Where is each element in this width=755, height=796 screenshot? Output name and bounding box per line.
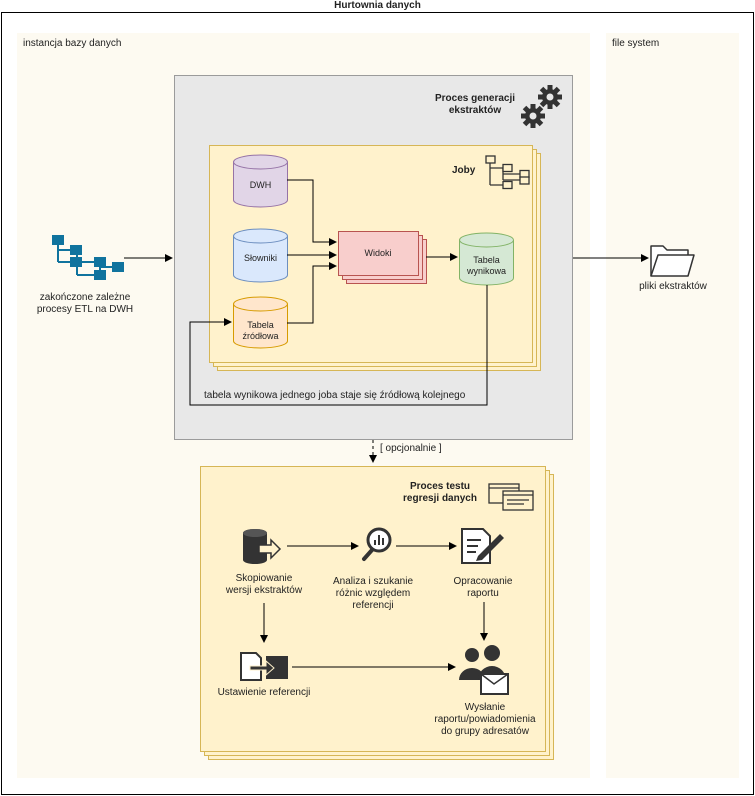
copy-label-line1: Skopiowanie <box>235 573 293 584</box>
diagram-title: Hurtownia danych <box>334 0 421 11</box>
analyze-label-line1: Analiza i szukanie <box>332 576 414 587</box>
filesystem-label: file system <box>612 38 660 49</box>
analyze-label: Analiza i szukanie różnic względem refer… <box>318 576 428 612</box>
copy-database-icon <box>243 529 282 564</box>
loop-label: tabela wynikowa jednego joba staje się ź… <box>204 390 466 402</box>
source-table-label: Tabela źródłowa <box>233 320 288 342</box>
gears-icon <box>521 85 562 128</box>
dwh-database <box>233 154 288 208</box>
dictionaries-database <box>233 228 288 283</box>
source-table-database <box>233 296 288 349</box>
send-label-line2: raportu/powiadomienia <box>434 714 536 725</box>
result-table-label: Tabela wynikowa <box>459 255 514 277</box>
send-label-line1: Wysłanie <box>464 702 506 713</box>
dwh-label: DWH <box>249 180 272 190</box>
jobs-arrows <box>124 179 649 463</box>
dictionaries-label: Słowniki <box>243 253 277 263</box>
send-label: Wysłanie raportu/powiadomienia do grupy … <box>420 702 550 738</box>
search-chart-icon <box>362 527 392 561</box>
send-label-line3: do grupy adresatów <box>441 726 529 737</box>
copy-label: Skopiowanie wersji ekstraktów <box>209 573 319 597</box>
reference-label: Ustawienie referencji <box>217 687 311 698</box>
regression-title-line1: Proces testu <box>409 481 471 492</box>
result-table-label-line2: wynikowa <box>466 266 506 276</box>
etl-label: zakończone zależne procesy ETL na DWH <box>36 292 134 315</box>
source-table-label-line1: Tabela <box>247 320 274 330</box>
files-label: pliki ekstraktów <box>639 281 707 292</box>
views-stack <box>338 231 427 284</box>
result-table-database <box>459 232 514 286</box>
people-email-icon <box>459 645 509 695</box>
report-label: Opracowanie raportu <box>428 576 538 600</box>
views-label: Widoki <box>364 248 392 258</box>
report-label-line1: Opracowanie <box>453 576 513 587</box>
regression-arrows <box>260 542 488 671</box>
jobs-title: Joby <box>452 165 476 176</box>
regression-title-line2: regresji danych <box>403 493 477 504</box>
db-instance-label: instancja bazy danych <box>23 38 122 49</box>
source-table-label-line2: źródłowa <box>242 331 279 341</box>
result-table-label-line1: Tabela <box>473 255 500 265</box>
hierarchy-icon <box>485 155 530 190</box>
analyze-label-line2: różnic względem <box>335 588 411 599</box>
extract-process-title: Proces generacji ekstraktów <box>420 93 530 117</box>
extract-process-title-line2: ekstraktów <box>448 105 502 116</box>
etl-tree-icon <box>52 235 124 280</box>
folder-icon <box>650 245 695 277</box>
regression-stack <box>200 466 554 760</box>
regression-title: Proces testu regresji danych <box>390 481 490 505</box>
windows-icon <box>488 483 534 511</box>
extract-process-title-line1: Proces generacji <box>434 93 516 104</box>
reference-set-icon <box>240 652 288 681</box>
report-label-line2: raportu <box>467 588 499 599</box>
filesystem-zone <box>606 33 739 778</box>
analyze-label-line3: referencji <box>352 600 394 611</box>
report-document-icon <box>461 528 504 564</box>
optional-label: [ opcjonalnie ] <box>380 443 442 455</box>
copy-label-line2: wersji ekstraktów <box>225 585 303 596</box>
